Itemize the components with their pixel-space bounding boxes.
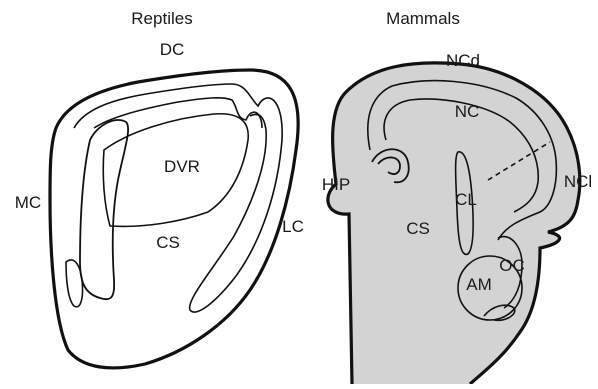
reptile-lateral-ventricle bbox=[80, 120, 128, 299]
label-lc: LC bbox=[282, 217, 304, 236]
mammals-heading: Mammals bbox=[386, 9, 460, 28]
label-mc: MC bbox=[15, 193, 41, 212]
label-nc: NC bbox=[455, 102, 480, 121]
reptile-panel: Reptiles DC MC DVR CS LC bbox=[15, 9, 304, 368]
label-mammal-cs: CS bbox=[406, 219, 430, 238]
label-ncd: NCd bbox=[446, 51, 480, 70]
label-dc: DC bbox=[160, 40, 185, 59]
label-hip: HIP bbox=[322, 175, 350, 194]
label-oc: OC bbox=[499, 256, 525, 275]
label-dvr: DVR bbox=[164, 157, 200, 176]
label-reptile-cs: CS bbox=[156, 233, 180, 252]
mammal-panel: Mammals NCd NC HIP CS CL NCl OC AM bbox=[322, 9, 592, 384]
label-am: AM bbox=[466, 275, 492, 294]
reptile-cortex-inner-contour bbox=[94, 98, 262, 128]
label-cl: CL bbox=[455, 190, 477, 209]
reptiles-heading: Reptiles bbox=[131, 9, 192, 28]
label-ncl: NCl bbox=[564, 172, 592, 191]
